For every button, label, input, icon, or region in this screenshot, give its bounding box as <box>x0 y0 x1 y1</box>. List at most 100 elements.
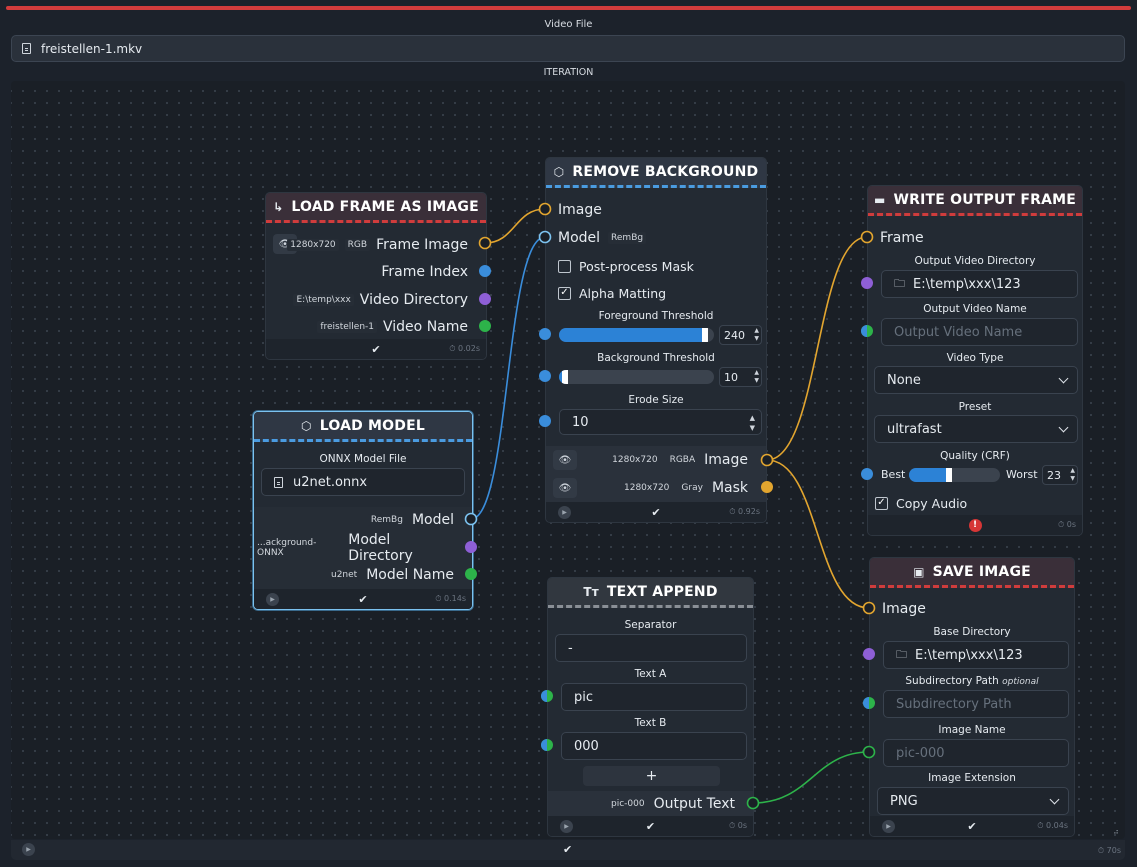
video-file-value: freistellen-1.mkv <box>41 41 143 56</box>
input-label: Image <box>558 202 602 218</box>
image-name-input[interactable]: pic-000 <box>883 739 1069 767</box>
base-directory-input[interactable]: 🗀E:\temp\xxx\123 <box>883 641 1069 669</box>
alpha-matting-checkbox[interactable]: ✓ Alpha Matting <box>546 281 766 305</box>
resize-handle-icon[interactable]: ⠴ <box>1113 827 1119 836</box>
erode-size-label: Erode Size <box>628 394 684 406</box>
mode-chip: RGBA <box>669 455 696 465</box>
iterator-header-bar <box>6 6 1131 10</box>
node-load-model[interactable]: ⬡LOAD MODEL ONNX Model File u2net.onnx R… <box>253 411 473 610</box>
check-icon: ✔ <box>645 819 656 833</box>
eye-icon[interactable]: 👁 <box>553 450 577 470</box>
value-chip: ...ackground-ONNX <box>254 537 343 559</box>
folder-icon: 🗀 <box>894 276 905 290</box>
onnx-file-input[interactable]: u2net.onnx <box>261 468 465 496</box>
port-model-directory-out <box>465 541 477 553</box>
output-directory-input[interactable]: 🗀E:\temp\xxx\123 <box>881 270 1078 298</box>
node-title: SAVE IMAGE <box>932 563 1031 580</box>
base-dir-label: Base Directory <box>933 626 1011 638</box>
quality-slider[interactable] <box>909 468 1000 482</box>
text-b-label: Text B <box>634 717 667 729</box>
check-icon: ✔ <box>651 505 661 519</box>
fg-threshold-slider[interactable] <box>559 328 714 342</box>
error-icon[interactable]: ! <box>968 518 982 532</box>
subdirectory-input[interactable]: Subdirectory Path <box>883 690 1069 718</box>
node-title: REMOVE BACKGROUND <box>572 163 759 180</box>
checkbox-empty[interactable] <box>558 259 571 273</box>
eye-icon[interactable]: 👁 <box>553 478 577 498</box>
timer-value: ⏱ 0s <box>728 821 747 830</box>
check-icon: ✔ <box>358 592 368 606</box>
bg-threshold-slider[interactable] <box>559 370 714 384</box>
bg-threshold-label: Background Threshold <box>597 352 715 364</box>
subdir-label: Subdirectory Path optional <box>905 675 1039 687</box>
preset-select[interactable]: ultrafast <box>874 415 1078 443</box>
postprocess-checkbox[interactable]: Post-process Mask <box>546 254 766 278</box>
erode-size-input[interactable]: 10▲▼ <box>559 409 762 435</box>
node-write-output-frame[interactable]: ▬WRITE OUTPUT FRAME Frame Output Video D… <box>867 185 1083 536</box>
bg-threshold-value[interactable]: 10▲▼ <box>719 367 762 387</box>
port-frame-image-out <box>478 236 492 250</box>
fg-threshold-value[interactable]: 240▲▼ <box>719 325 762 345</box>
timer-value: ⏱ 0.14s <box>435 594 466 603</box>
input-label: Model <box>558 230 601 246</box>
slider-thumb[interactable] <box>701 328 708 342</box>
size-chip: 1280x720 <box>624 483 670 493</box>
play-icon[interactable]: ▶ <box>882 819 895 833</box>
check-icon: ✔ <box>967 819 977 833</box>
copy-audio-checkbox[interactable]: ✓ Copy Audio <box>868 491 1082 515</box>
port-video-name-out <box>479 320 491 332</box>
port-output-directory-in <box>861 277 873 289</box>
quality-value[interactable]: 23▲▼ <box>1042 465 1078 485</box>
fg-threshold-label: Foreground Threshold <box>598 310 714 322</box>
port-save-image-in <box>862 601 876 615</box>
image-name-label: Image Name <box>938 724 1006 736</box>
node-remove-background[interactable]: ⬡ REMOVE BACKGROUND Image Model RemBg Post… <box>545 157 767 523</box>
size-chip: 1280x720 <box>287 239 339 251</box>
output-label: Mask <box>711 480 748 496</box>
checkbox-checked[interactable]: ✓ <box>875 496 888 510</box>
slider-thumb[interactable] <box>946 468 953 482</box>
quality-worst-label: Worst <box>1006 468 1038 481</box>
value-chip: E:\temp\xxx <box>293 294 354 306</box>
checkbox-label: Alpha Matting <box>579 285 667 301</box>
video-type-select[interactable]: None <box>874 366 1078 394</box>
output-label: Model Name <box>366 567 454 583</box>
play-icon[interactable]: ▶ <box>22 843 35 856</box>
slider-thumb[interactable] <box>562 370 569 384</box>
value-chip: freistellen-1 <box>317 321 378 333</box>
timer-value: ⏱ 0.02s <box>449 344 480 353</box>
value-chip: pic-000 <box>611 799 645 809</box>
separator-input[interactable]: - <box>555 634 747 662</box>
arrow-turn-icon: ↳ <box>273 199 284 214</box>
play-icon[interactable]: ▶ <box>558 505 571 519</box>
separator-label: Separator <box>624 619 677 631</box>
output-name-input[interactable]: Output Video Name <box>881 318 1078 346</box>
video-file-input[interactable]: freistellen-1.mkv <box>11 35 1125 62</box>
floppy-disk-icon: ▣ <box>913 564 925 579</box>
text-b-input[interactable]: 000 <box>561 732 747 760</box>
wire-image-to-write-frame <box>766 236 868 461</box>
add-input-button[interactable]: + <box>583 766 720 786</box>
mode-chip: RGB <box>344 239 371 251</box>
image-extension-select[interactable]: PNG <box>877 787 1069 815</box>
output-label: Model <box>411 512 454 528</box>
input-label: Frame <box>880 230 924 246</box>
play-icon[interactable]: ▶ <box>560 819 573 833</box>
port-remove-image-in <box>538 202 552 216</box>
mode-chip: Gray <box>681 483 703 493</box>
text-a-label: Text A <box>634 668 667 680</box>
port-bg-threshold-in <box>539 370 551 382</box>
value-chip: RemBg <box>608 232 647 244</box>
node-save-image[interactable]: ▣SAVE IMAGE Image Base Directory 🗀E:\tem… <box>869 557 1075 837</box>
output-label: Video Directory <box>359 292 468 308</box>
checkbox-checked[interactable]: ✓ <box>558 286 571 300</box>
port-model-name-out <box>465 568 477 580</box>
play-icon[interactable]: ▶ <box>266 592 279 606</box>
checkbox-label: Copy Audio <box>896 495 968 511</box>
value-chip: RemBg <box>367 514 406 526</box>
text-a-input[interactable]: pic <box>561 683 747 711</box>
onnx-icon: ⬡ <box>553 164 565 179</box>
